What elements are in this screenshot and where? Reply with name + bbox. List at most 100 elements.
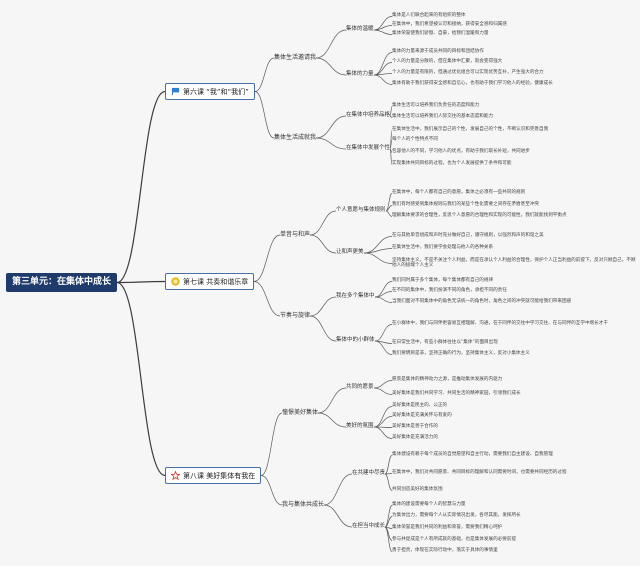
connector-line	[309, 234, 337, 254]
leaf-item: 坚持集体主义，不是不关注个人利益，而是在承认个人利益的合理性，保护个人正当利益的…	[392, 258, 636, 269]
leaf-item: 勇于担责，体现在实际行动中，落实于具体的事情里	[392, 548, 498, 554]
connector-line	[389, 148, 393, 165]
connector-line	[384, 455, 393, 475]
leaf-item-label: 当我们面对不同集体中的角色无法统一的角色时，角色之间的冲突就可能给我们带来困惑	[392, 299, 572, 304]
subtopic-1-1-1: 集体中的小群体	[336, 337, 375, 344]
leaf-item-label: 美好集体是民主的、公正的	[392, 403, 448, 408]
leaf-item: 我们有时感受到集体规则与我们的某些个性化需要之间存在矛盾甚至冲突	[392, 202, 539, 208]
connector-line	[385, 210, 393, 217]
connector-line	[363, 252, 393, 264]
connector-line	[309, 315, 337, 342]
leaf-item: 我们要明辨是非，坚持正确的行为，坚持集体主义，反对小集体主义	[392, 351, 530, 357]
lesson-8-label: 第八课 美好集体有我在	[183, 472, 256, 480]
leaf-item: 美好集体是善于合作的	[392, 424, 438, 430]
leaf-item: 当我们面对不同集体中的角色无法统一的角色时，角色之间的冲突就可能给我们带来困惑	[392, 299, 572, 305]
leaf-item: 在集体中，我们希望被认可和接纳，获得安全感和归属感	[392, 22, 507, 28]
subtopic-0-1-0: 在集体中培养品格	[346, 112, 390, 119]
connector-line	[315, 57, 347, 76]
leaf-item-label: 愿景是集体的精神动力之源，是推动集体发展的内驱力	[392, 377, 503, 382]
connector-line	[384, 526, 393, 552]
leaf-item: 集体生活可以培养我们负责任的态度和能力	[392, 103, 480, 109]
leaf-item-label: 在集体生活中，我们展示自己的个性，发展自己的个性，不断认识和完善自我	[392, 127, 549, 132]
connector-line	[315, 137, 347, 150]
subtopic-1-0-1: 让和声更美	[336, 249, 364, 256]
leaf-item: 美好集体是充满关怀与有爱的	[392, 413, 452, 419]
connector-line	[253, 234, 281, 282]
section-1-0-label: 单音与和声	[280, 231, 311, 238]
connector-line	[254, 57, 275, 92]
subtopic-0-1-1-label: 在集体中发展个性	[346, 145, 391, 151]
leaf-item-label: 集体有助于我们获得安全感和自信心，也有助于我们学习他人的经验，健康成长	[392, 81, 553, 86]
blue-flag-icon	[171, 87, 180, 96]
leaf-item: 共同创造美好的集体氛围	[392, 487, 443, 493]
subtopic-0-0-0-label: 集体的温暖	[346, 26, 374, 32]
subtopic-0-0-0: 集体的温暖	[346, 26, 374, 33]
connector-line	[363, 236, 393, 254]
connector-line	[116, 281, 166, 477]
leaf-item-label: 个人的力量是分散的，但在集体中汇聚，就会变得强大	[392, 59, 503, 64]
leaf-item-label: 美好集体是我们共同学习、共同生活的精神家园，引领我们成长	[392, 391, 521, 396]
leaf-item: 在集体中，我们对共同愿景、共同目标的理解和认同需要时间，也需要共同经历的过程	[392, 470, 567, 476]
connector-line	[315, 115, 347, 139]
subtopic-1-1-0-label: 我在多个集体中	[336, 293, 375, 299]
leaf-item-label: 集体生活可以培养我们负责任的态度和能力	[392, 103, 480, 108]
root-topic-label: 第三单元：在集体中成长	[12, 277, 112, 287]
connector-line	[309, 296, 337, 317]
connector-line	[260, 412, 283, 476]
section-0-1-label: 集体生活成就我	[274, 134, 317, 141]
section-2-1: 我与集体共成长	[282, 502, 324, 508]
subtopic-1-0-0-label: 个人意愿与集体规则	[336, 207, 386, 213]
connector-line	[374, 340, 393, 355]
section-1-0: 单音与和声	[280, 232, 310, 238]
connector-line	[373, 52, 393, 76]
leaf-item-label: 集体是人们联合起来的有组织的整体	[392, 13, 466, 18]
subtopic-0-0-1: 集体的力量	[346, 71, 374, 78]
leaf-item-label: 每个人的个性特点不同	[392, 137, 438, 142]
leaf-item-label: 集体的建设需要每个人的智慧与力量	[392, 502, 466, 507]
leaf-item: 美好集体是充满活力的	[392, 435, 438, 441]
connector-line	[309, 210, 337, 236]
leaf-item: 在不同的集体中，我们扮演不同的角色，承担不同的责任	[392, 288, 507, 294]
connector-line	[384, 505, 393, 528]
leaf-item-label: 集体的力量来源于成员共同的目标和团结协作	[392, 49, 484, 54]
leaf-item-label: 美好集体是善于合作的	[392, 424, 438, 429]
leaf-item: 在集体生活中，我们展示自己的个性，发展自己的个性，不断认识和完善自我	[392, 127, 549, 133]
connector-line	[323, 504, 353, 528]
section-1-1-label: 节奏与旋律	[280, 312, 311, 319]
leaf-item-label: 为集体出力，需要每个人从实际情况出发，各尽其能，发挥所长	[392, 513, 521, 518]
leaf-item-label: 共同创造美好的集体氛围	[392, 487, 443, 492]
leaf-item: 在集体中，每个人都有自己的意愿，集体之必须有一些共同的规则	[392, 190, 525, 196]
leaf-item: 参与并促成是个人有所成就的基础，也是集体发展的必要前提	[392, 537, 516, 543]
leaf-item: 个人的力量是分散的，但在集体中汇聚，就会变得强大	[392, 59, 503, 65]
leaf-item: 集体荣誉使我们骄傲、自豪，给我们温暖和力量	[392, 31, 488, 37]
connector-line	[116, 90, 166, 284]
subtopic-2-1-1: 在担当中成长	[352, 523, 386, 530]
connector-line	[260, 475, 283, 506]
section-0-0-label: 集体生活邀请我	[274, 54, 317, 61]
leaf-item: 为集体出力，需要每个人从实际情况出发，各尽其能，发挥所长	[392, 513, 521, 519]
section-0-0: 集体生活邀请我	[274, 55, 316, 61]
leaf-item: 实现集体共同目标的过程，也为个人发展提供了条件和可能	[392, 161, 512, 167]
red-star-icon	[171, 471, 180, 480]
connector-line	[389, 115, 393, 118]
leaf-item: 包容他人的不同，学习他人的优点，有助于我们取长补短，共同进步	[392, 149, 530, 155]
subtopic-0-0-1-label: 集体的力量	[346, 71, 374, 77]
leaf-item-label: 我们要明辨是非，坚持正确的行为，坚持集体主义，反对小集体主义	[392, 351, 530, 356]
subtopic-2-1-1-label: 在担当中成长	[352, 523, 386, 529]
leaf-item-label: 包容他人的不同，学习他人的优点，有助于我们取长补短，共同进步	[392, 149, 530, 154]
subtopic-1-1-1-label: 集体中的小群体	[336, 337, 375, 343]
leaf-item-label: 我们同时属于多个集体，每个集体都有自己的规律	[392, 278, 494, 283]
leaf-item-label: 坚持集体主义，不是不关注个人利益，而是在承认个人利益的合理性，保护个人正当利益的…	[392, 258, 636, 269]
leaf-item: 集体的建设需要每个人的智慧与力量	[392, 502, 466, 508]
connector-line	[373, 29, 393, 35]
connector-line	[253, 281, 281, 317]
leaf-item-label: 在小群体中，我们与同伴更容易互相理解、沟通，在于同伴的交往中学习交往、在与同伴的…	[392, 321, 608, 326]
leaf-item-label: 美好集体是充满关怀与有爱的	[392, 413, 452, 418]
leaf-item-label: 在与其他单音组成和声时充分做好自己，遵守规则，以强烈和声的和谐之美	[392, 233, 544, 238]
leaf-item: 美好集体是我们共同学习、共同生活的精神家园，引领我们成长	[392, 391, 521, 397]
connector-line	[363, 248, 393, 254]
section-2-1-label: 我与集体共成长	[282, 501, 325, 508]
leaf-item: 个人的力量是有限的，但通过优化组合可以实现优势互补，产生强大的合力	[392, 70, 544, 76]
leaf-item: 集体荣誉是我们共同的利益和荣誉，需要我们精心呵护	[392, 525, 502, 531]
leaf-item-label: 实现集体共同目标的过程，也为个人发展提供了条件和可能	[392, 161, 512, 166]
